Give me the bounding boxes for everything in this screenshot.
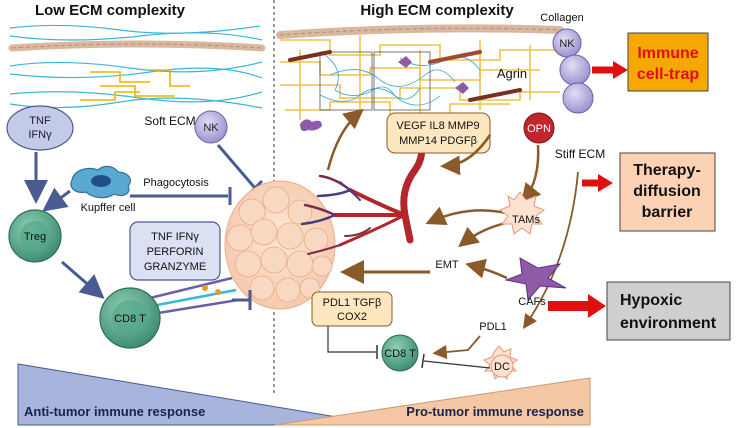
nk-cell-left bbox=[194, 110, 228, 144]
cafs-cell bbox=[504, 257, 567, 302]
soft-ecm-label: Soft ECM bbox=[144, 114, 195, 128]
pdl1-inhibit-line bbox=[327, 326, 376, 353]
tnf-ifn-ellipse bbox=[6, 105, 74, 151]
dc-label: DC bbox=[494, 361, 510, 373]
dc-cell bbox=[483, 345, 518, 380]
cytokine-line-3: GRANZYME bbox=[144, 261, 206, 273]
vegf-box bbox=[386, 112, 491, 154]
arrow-kupffer-to-treg bbox=[42, 187, 71, 212]
therapy-line-2: diffusion bbox=[633, 183, 701, 200]
dc-inhibit-line bbox=[423, 360, 491, 369]
ifn-label: IFNγ bbox=[28, 129, 52, 141]
collagen-label: Collagen bbox=[540, 12, 583, 24]
arrow-treg-to-cd8 bbox=[61, 260, 105, 299]
arrow-tumor-to-ecm bbox=[326, 108, 364, 171]
nk-label-right: NK bbox=[559, 38, 575, 50]
emt-label: EMT bbox=[435, 259, 459, 271]
therapy-line-1: Therapy- bbox=[633, 162, 701, 179]
hypoxic-environment-box bbox=[606, 281, 731, 341]
ecm-stromal-cells bbox=[300, 56, 469, 132]
trapped-immune-cell-2 bbox=[562, 82, 594, 114]
arrow-vegf-to-vessel bbox=[440, 134, 492, 176]
arrow-immune-trap-head bbox=[613, 61, 628, 79]
cd8t-cell-left bbox=[99, 276, 239, 349]
pdl1-tgf-box bbox=[311, 291, 393, 327]
stiff-ecm-matrix bbox=[280, 35, 560, 120]
cd8t-label-right: CD8 T bbox=[384, 348, 416, 360]
anti-tumor-wedge bbox=[17, 363, 386, 426]
arrow-hypoxic-head bbox=[588, 294, 606, 318]
cafs-label: CAFs bbox=[518, 296, 546, 308]
immune-trap-line-1: Immune bbox=[637, 45, 698, 62]
opn-circle bbox=[523, 112, 555, 144]
trapped-immune-cell-1 bbox=[559, 54, 591, 86]
arrow-stiff-ecm-to-dc bbox=[522, 171, 579, 329]
collagen-fiber-right bbox=[276, 24, 564, 39]
arrow-therapy-head bbox=[598, 174, 613, 192]
heading-low-ecm: Low ECM complexity bbox=[35, 2, 186, 19]
arrow-pdl1-to-cd8t bbox=[432, 335, 481, 360]
therapy-line-3: barrier bbox=[642, 204, 693, 221]
cd8t-label-left: CD8 T bbox=[114, 313, 146, 325]
collagen-fiber-left bbox=[8, 40, 266, 52]
pdl1-label: PDL1 bbox=[479, 321, 507, 333]
vegf-line-2: MMP14 PDGFβ bbox=[399, 135, 477, 147]
agrin-label: Agrin bbox=[497, 66, 527, 81]
pro-tumor-wedge bbox=[274, 377, 591, 426]
immune-trap-line-2: cell-trap bbox=[637, 66, 699, 83]
phagocytosis-label: Phagocytosis bbox=[143, 177, 209, 189]
hypoxic-line-1: Hypoxic bbox=[620, 292, 682, 309]
kupffer-label: Kupffer cell bbox=[81, 202, 136, 214]
matrix-cell-b bbox=[373, 51, 431, 111]
nk-label-left: NK bbox=[203, 122, 219, 134]
cytokine-box bbox=[129, 221, 221, 281]
stiff-ecm-rods bbox=[288, 50, 522, 102]
therapy-barrier-box bbox=[619, 152, 716, 232]
heading-high-ecm: High ECM complexity bbox=[360, 2, 514, 19]
immune-cell-trap-box bbox=[627, 32, 709, 92]
dc-inhibit-bar bbox=[421, 353, 425, 369]
cd8t-cell-right bbox=[381, 334, 419, 372]
arrow-opn-to-tams bbox=[520, 144, 542, 204]
pro-tumor-label: Pro-tumor immune response bbox=[406, 404, 584, 419]
treg-label: Treg bbox=[24, 231, 46, 243]
hypoxic-line-2: environment bbox=[620, 315, 717, 332]
soft-ecm-yellow-fibers bbox=[80, 69, 190, 101]
cytokine-line-2: PERFORIN bbox=[147, 246, 204, 258]
tams-cell bbox=[498, 191, 546, 235]
tnf-label: TNF bbox=[29, 115, 51, 127]
pdl1-tgf-line-2: COX2 bbox=[337, 311, 367, 323]
tumor-mass bbox=[224, 180, 336, 310]
anti-tumor-label: Anti-tumor immune response bbox=[24, 404, 205, 419]
arrow-tams-to-emt bbox=[458, 220, 511, 248]
pdl1-tgf-line-1: PDL1 TGFβ bbox=[323, 297, 382, 309]
treg-nucleus bbox=[20, 221, 50, 251]
vegf-line-1: VEGF IL8 MMP9 bbox=[396, 120, 479, 132]
arrow-cafs-to-emt bbox=[465, 258, 508, 280]
stiff-ecm-label: Stiff ECM bbox=[555, 147, 605, 161]
arrow-tams-to-vessel bbox=[425, 206, 511, 225]
nk-inhibit-line bbox=[216, 144, 257, 189]
kupffer-nucleus bbox=[91, 175, 111, 187]
opn-label: OPN bbox=[527, 123, 551, 135]
cytokine-line-1: TNF IFNγ bbox=[151, 231, 199, 243]
tams-label: TAMs bbox=[512, 214, 540, 226]
